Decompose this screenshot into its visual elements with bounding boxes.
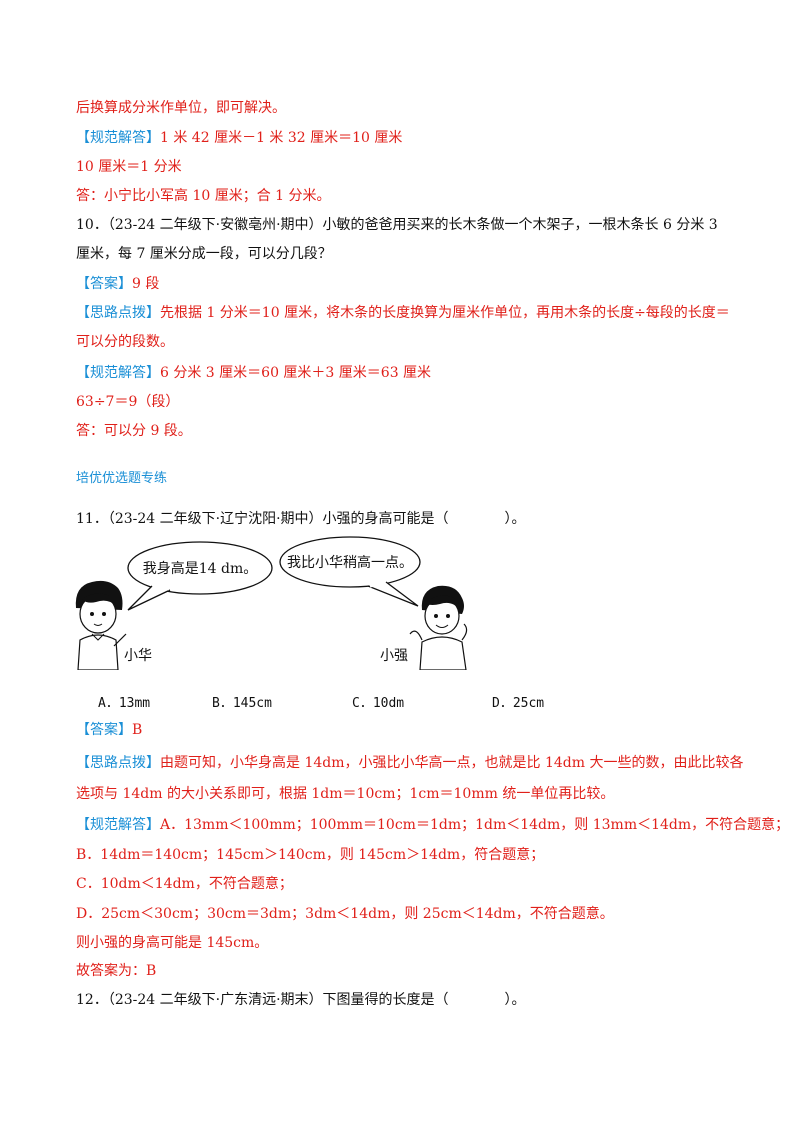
option-d: D．25cm [492, 696, 545, 711]
hint-text: 先根据 1 分米＝10 厘米，将木条的长度换算为厘米作单位，再用木条的长度÷每段… [160, 305, 730, 321]
q11-solution-1: 【规范解答】A．13mm＜100mm；100mm＝10cm＝1dm；1dm＜14… [76, 815, 789, 835]
q9-solution-3: 答：小宁比小军高 10 厘米；合 1 分米。 [76, 188, 331, 204]
answer-label: 【答案】 [76, 276, 132, 292]
q9-solution-2: 10 厘米＝1 分米 [76, 159, 182, 175]
hint-text: 由题可知，小华身高是 14dm，小强比小华高一点，也就是比 14dm 大一些的数… [160, 755, 744, 771]
solution-text: A．13mm＜100mm；100mm＝10cm＝1dm；1dm＜14dm，则 1… [160, 817, 790, 833]
hint-label: 【思路点拨】 [76, 305, 160, 321]
q10-solution-3: 答：可以分 9 段。 [76, 423, 192, 439]
q9-explanation-tail: 后换算成分米作单位，即可解决。 [76, 100, 286, 116]
q10-solution-1: 【规范解答】6 分米 3 厘米＝60 厘米＋3 厘米＝63 厘米 [76, 363, 431, 383]
name-left: 小华 [124, 648, 152, 664]
option-a: A．13mm [98, 696, 151, 711]
boy-right-icon [409, 585, 468, 670]
q11-illustration: 我身高是14 dm。 我比小华稍高一点。 [75, 536, 468, 670]
q10-stem-2: 厘米，每 7 厘米分成一段，可以分几段？ [76, 246, 332, 262]
option-b: B．145cm [212, 696, 272, 711]
answer-text: 9 段 [132, 276, 160, 292]
section-title: 培优优选题专练 [76, 471, 168, 486]
option-c: C．10dm [352, 696, 405, 711]
q9-solution-line: 【规范解答】1 米 42 厘米－1 米 32 厘米＝10 厘米 [76, 128, 402, 148]
solution-label: 【规范解答】 [76, 130, 160, 146]
q11-solution-2: B．14dm＝140cm；145cm＞140cm，则 145cm＞14dm，符合… [76, 847, 545, 863]
boy-left-icon [75, 580, 127, 670]
speech-bubble-left: 我身高是14 dm。 [127, 541, 273, 611]
answer-text: B [132, 722, 143, 738]
hint-label: 【思路点拨】 [76, 755, 160, 771]
solution-text: 6 分米 3 厘米＝60 厘米＋3 厘米＝63 厘米 [160, 365, 432, 381]
q11-hint-2: 选项与 14dm 的大小关系即可，根据 1dm＝10cm；1cm＝10mm 统一… [76, 786, 615, 802]
q11-stem: 11．（23-24 二年级下·辽宁沈阳·期中）小强的身高可能是（ ）。 [76, 511, 526, 527]
q10-hint-2: 可以分的段数。 [76, 334, 174, 350]
name-right: 小强 [380, 648, 408, 664]
solution-label: 【规范解答】 [76, 817, 160, 833]
solution-text: 1 米 42 厘米－1 米 32 厘米＝10 厘米 [160, 130, 403, 146]
bubble-left-text: 我身高是14 dm。 [143, 560, 258, 577]
speech-bubble-right: 我比小华稍高一点。 [279, 536, 421, 607]
solution-label: 【规范解答】 [76, 365, 160, 381]
q12-stem: 12．（23-24 二年级下·广东清远·期末）下图量得的长度是（ ）。 [76, 992, 526, 1008]
bubble-right-text: 我比小华稍高一点。 [287, 554, 413, 571]
q10-stem-1: 10．（23-24 二年级下·安徽亳州·期中）小敏的爸爸用买来的长木条做一个木架… [76, 217, 718, 233]
q11-solution-5: 则小强的身高可能是 145cm。 [76, 935, 269, 951]
q10-solution-2: 63÷7＝9（段） [76, 394, 180, 410]
q10-hint-1: 【思路点拨】先根据 1 分米＝10 厘米，将木条的长度换算为厘米作单位，再用木条… [76, 303, 730, 323]
q10-answer: 【答案】9 段 [76, 274, 159, 294]
q11-answer: 【答案】B [76, 720, 142, 740]
q11-solution-4: D．25cm＜30cm；30cm＝3dm；3dm＜14dm，则 25cm＜14d… [76, 906, 614, 922]
q11-hint-1: 【思路点拨】由题可知，小华身高是 14dm，小强比小华高一点，也就是比 14dm… [76, 753, 743, 773]
q11-solution-3: C．10dm＜14dm，不符合题意； [76, 876, 293, 892]
answer-label: 【答案】 [76, 722, 132, 738]
q11-solution-6: 故答案为：B [76, 963, 157, 979]
